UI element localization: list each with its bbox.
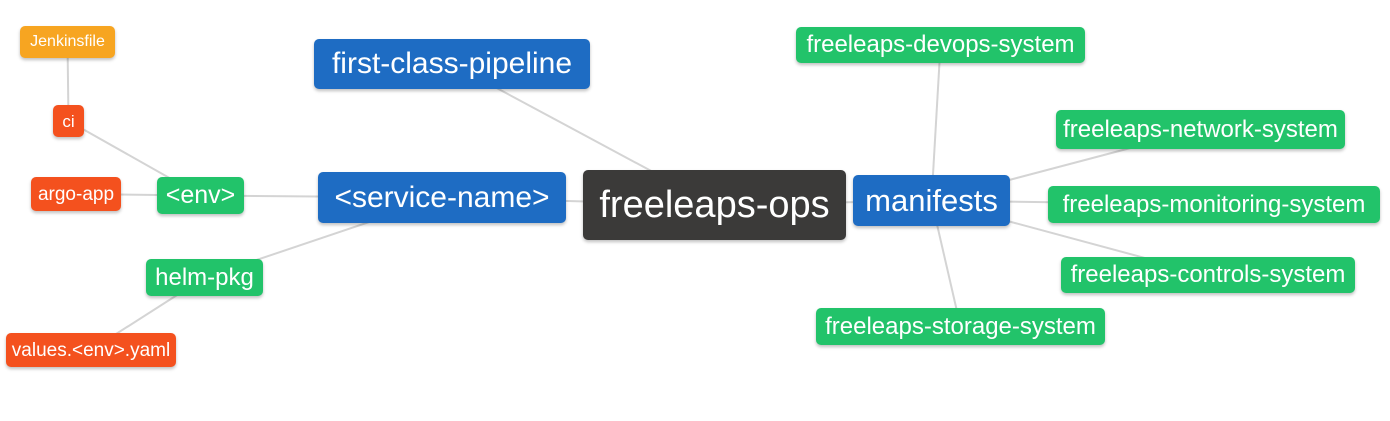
node-label: <service-name> [334, 180, 550, 214]
node-freeleaps-ops[interactable]: freeleaps-ops [583, 170, 846, 240]
node-label: freeleaps-devops-system [806, 31, 1075, 58]
node-label: values.<env>.yaml [11, 339, 171, 361]
node-label: Jenkinsfile [30, 33, 105, 50]
node-label: first-class-pipeline [331, 47, 573, 80]
node-helm-pkg[interactable]: helm-pkg [146, 259, 263, 296]
node-ci[interactable]: ci [53, 105, 84, 137]
node-label: freeleaps-monitoring-system [1062, 190, 1366, 218]
node-manifests[interactable]: manifests [853, 175, 1010, 226]
node-first-class-pipeline[interactable]: first-class-pipeline [314, 39, 590, 89]
node-label: ci [62, 111, 75, 131]
node-label: freeleaps-network-system [1063, 115, 1338, 143]
node-env[interactable]: <env> [157, 177, 244, 214]
node-label: <env> [165, 181, 236, 209]
edge-manifests--freeleaps-devops-system [930, 44, 942, 201]
node-label: freeleaps-controls-system [1070, 261, 1346, 288]
node-service-name[interactable]: <service-name> [318, 172, 566, 223]
node-freeleaps-network-system[interactable]: freeleaps-network-system [1056, 110, 1345, 149]
node-label: freeleaps-storage-system [825, 312, 1096, 340]
node-label: freeleaps-ops [599, 184, 830, 226]
node-label: manifests [865, 183, 998, 218]
node-freeleaps-controls-system[interactable]: freeleaps-controls-system [1061, 257, 1355, 293]
node-argo-app[interactable]: argo-app [31, 177, 121, 211]
node-jenkinsfile[interactable]: Jenkinsfile [20, 26, 115, 58]
node-freeleaps-devops-system[interactable]: freeleaps-devops-system [796, 27, 1085, 63]
node-label: argo-app [37, 183, 115, 205]
node-freeleaps-storage-system[interactable]: freeleaps-storage-system [816, 308, 1105, 345]
node-freeleaps-monitoring-system[interactable]: freeleaps-monitoring-system [1048, 186, 1380, 223]
node-label: helm-pkg [155, 263, 254, 291]
node-values-env-yaml[interactable]: values.<env>.yaml [6, 333, 176, 367]
